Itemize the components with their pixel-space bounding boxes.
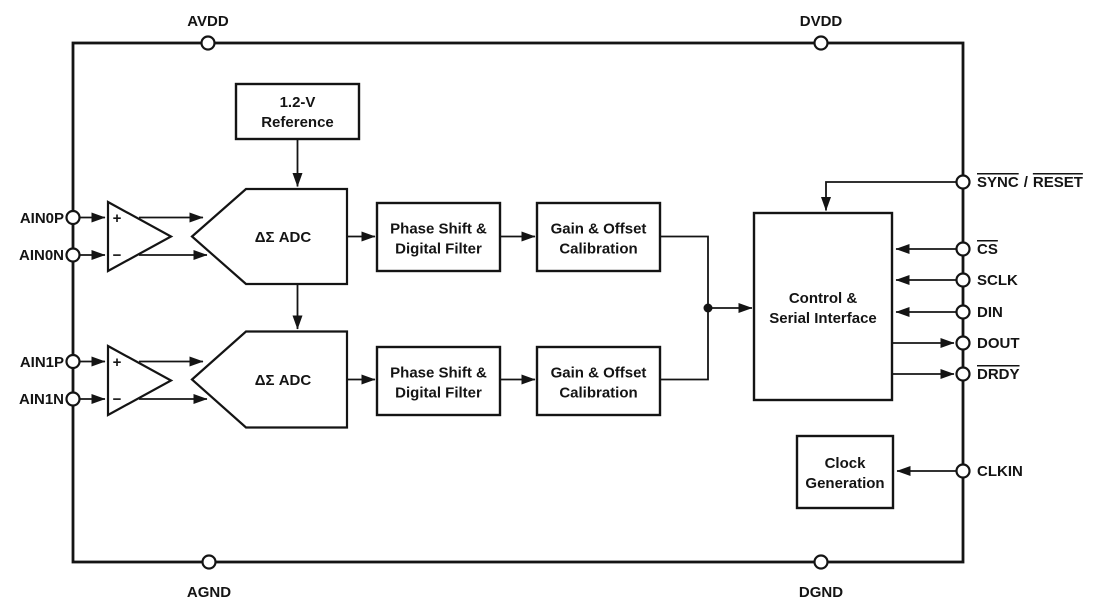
- adc1-label: ΔΣ ADC: [255, 372, 312, 389]
- label-dvdd: DVDD: [800, 13, 843, 30]
- control-serial-interface-block: [752, 211, 894, 402]
- pin-dgnd: [813, 554, 829, 570]
- label-dgnd: DGND: [799, 584, 843, 601]
- reference-block-label-line2: Reference: [261, 114, 334, 131]
- adc0-label: ΔΣ ADC: [255, 229, 312, 246]
- label-dout: DOUT: [977, 335, 1020, 352]
- pin-dvdd: [813, 35, 829, 51]
- phase-filter-block-1: [375, 345, 502, 417]
- label-avdd: AVDD: [187, 13, 229, 30]
- label-cs: CS: [977, 241, 998, 258]
- label-ain0p: AIN0P: [20, 210, 64, 227]
- phase0-label-line1: Phase Shift &: [390, 221, 487, 238]
- junction-dot: [703, 303, 713, 313]
- pin-clkin: [955, 463, 971, 479]
- wire-gain0-to-junction: [660, 235, 709, 308]
- label-drdy: DRDY: [977, 366, 1020, 383]
- gain0-label-line2: Calibration: [559, 241, 637, 258]
- clock-generation-block: [795, 434, 895, 510]
- pin-din: [955, 304, 971, 320]
- phase-filter-block-0: [375, 201, 502, 273]
- reference-block-label-line1: 1.2-V: [280, 94, 316, 111]
- pin-avdd: [200, 35, 216, 51]
- pin-agnd: [201, 554, 217, 570]
- control-label-line2: Serial Interface: [769, 310, 877, 327]
- opamp0-minus-sign: −: [113, 247, 122, 264]
- pin-ain0p: [65, 209, 81, 226]
- opamp1-minus-sign: −: [113, 391, 122, 408]
- wire-sync-reset-to-control: [821, 181, 956, 211]
- pin-drdy: [955, 366, 971, 382]
- label-sclk: SCLK: [977, 272, 1018, 289]
- phase1-label-line1: Phase Shift &: [390, 365, 487, 382]
- control-label-line1: Control &: [789, 290, 857, 307]
- opamp0-plus-sign: +: [113, 210, 122, 227]
- label-din: DIN: [977, 304, 1003, 321]
- label-agnd: AGND: [187, 584, 231, 601]
- gain-offset-block-1: [535, 345, 662, 417]
- label-ain1p: AIN1P: [20, 354, 64, 371]
- pin-ain0n: [65, 247, 81, 263]
- pin-sclk: [955, 272, 971, 288]
- phase1-label-line2: Digital Filter: [395, 385, 482, 402]
- pin-cs: [955, 241, 971, 257]
- opamp-triangle-0: [106, 200, 174, 273]
- pin-dout: [955, 335, 971, 351]
- opamp-triangle-1: [106, 344, 174, 417]
- pin-ain1n: [65, 391, 81, 407]
- pin-ain1p: [65, 353, 81, 370]
- gain0-label-line1: Gain & Offset: [551, 221, 647, 238]
- label-ain1n: AIN1N: [19, 391, 64, 408]
- pin-sync-reset: [955, 174, 971, 190]
- clock-label-line1: Clock: [825, 455, 867, 472]
- clock-label-line2: Generation: [805, 475, 884, 492]
- chip-outline: [71, 41, 965, 564]
- gain1-label-line2: Calibration: [559, 385, 637, 402]
- label-sync-reset: SYNC/RESET: [977, 174, 1083, 191]
- opamp1-plus-sign: +: [113, 354, 122, 371]
- phase0-label-line2: Digital Filter: [395, 241, 482, 258]
- wire-gain1-to-junction: [660, 308, 709, 381]
- label-clkin: CLKIN: [977, 463, 1023, 480]
- gain1-label-line1: Gain & Offset: [551, 365, 647, 382]
- label-ain0n: AIN0N: [19, 247, 64, 264]
